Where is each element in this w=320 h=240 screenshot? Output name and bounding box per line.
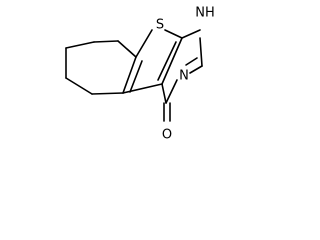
bond-pyrimidine-c-n-double: [185, 57, 198, 66]
bond-thiophene-fused-double: [129, 60, 143, 93]
bond-thiophene-c7a-c4a-double: [157, 41, 177, 81]
bond-thiophene-c-c: [122, 83, 163, 94]
bond-pyrimidine-c4-c4a: [161, 83, 167, 104]
bond-cycloheptane-3: [65, 41, 95, 49]
bond-pyrimidine-c-n: [189, 65, 203, 74]
bond-pyrimidine-nh-c: [199, 37, 203, 67]
bond-thiophene-fused: [122, 56, 137, 94]
bond-cycloheptane-6: [91, 92, 124, 95]
bond-thiophene-c7a-c4a: [161, 37, 183, 85]
atom-label-s: S: [156, 18, 164, 33]
atom-label-n: N: [179, 69, 189, 84]
bond-cycloheptane-5: [65, 77, 93, 95]
atom-label-o: O: [162, 128, 172, 143]
bond-thiophene-s-c: [164, 29, 183, 39]
bond-pyrimidine-n-c4: [165, 79, 178, 104]
bond-pyrimidine-c7a-nh: [181, 29, 201, 39]
bond-cycloheptane-2: [93, 40, 119, 43]
molecule-structure: S NH N O: [65, 6, 215, 143]
atom-label-nh: NH: [195, 6, 215, 21]
bond-thiophene-c-s: [135, 29, 153, 58]
bond-cycloheptane-1: [117, 40, 137, 58]
